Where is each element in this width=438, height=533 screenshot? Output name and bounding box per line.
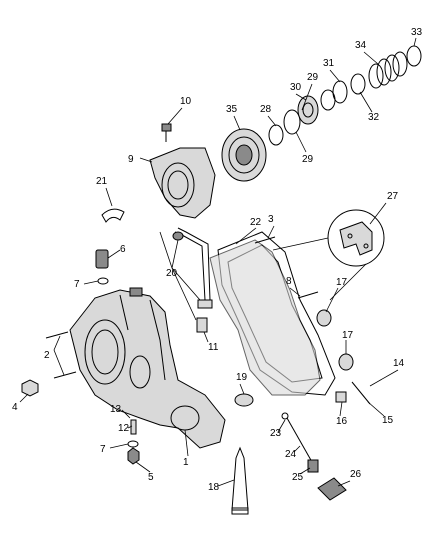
snap-rings [268, 89, 336, 146]
callout-8: 8 [286, 276, 292, 287]
callout-30: 30 [290, 82, 302, 93]
stud-14 [351, 381, 371, 405]
callout-26: 26 [350, 469, 362, 480]
callout-1: 1 [183, 457, 189, 468]
bolt-10 [161, 123, 172, 142]
callout-19: 19 [236, 372, 248, 383]
callout-22: 22 [250, 217, 262, 228]
callout-24: 24 [285, 449, 297, 460]
dowel-12 [130, 419, 137, 435]
bearing-30 [297, 95, 319, 125]
callout-7b: 7 [100, 444, 106, 455]
nut-4 [21, 379, 39, 397]
bolt-8 [297, 291, 319, 299]
callout-7a: 7 [74, 279, 80, 290]
callout-16: 16 [336, 416, 348, 427]
callout-33: 33 [411, 27, 423, 38]
rear-case-half [209, 239, 321, 396]
callout-3: 3 [268, 214, 274, 225]
callout-6: 6 [120, 244, 126, 255]
plug-5 [127, 447, 140, 465]
front-case-half [69, 287, 226, 449]
sensor-6 [95, 249, 109, 285]
sealant-tube-18 [231, 446, 249, 515]
callout-4: 4 [12, 402, 18, 413]
callout-12: 12 [118, 423, 130, 434]
ring-32 [350, 73, 366, 95]
callout-23: 23 [270, 428, 282, 439]
callout-31: 31 [323, 58, 335, 69]
studs-2 [45, 331, 77, 379]
bracket-27-detail [272, 209, 385, 301]
extension-housing [149, 147, 216, 219]
connector-26 [317, 477, 347, 501]
callout-13: 13 [110, 404, 122, 415]
callout-17b: 17 [342, 330, 354, 341]
callout-27: 27 [387, 191, 399, 202]
callout-labels: 1 2 3 4 5 6 7 7 8 9 10 11 12 13 14 15 16… [12, 27, 423, 493]
ring-33 [406, 45, 422, 67]
callout-25: 25 [292, 472, 304, 483]
clip-21 [101, 208, 125, 223]
leader-lines [19, 37, 417, 487]
callout-10: 10 [180, 96, 192, 107]
seal-19 [234, 393, 254, 407]
callout-14: 14 [393, 358, 405, 369]
callout-32: 32 [368, 112, 380, 123]
callout-28: 28 [260, 104, 272, 115]
callout-34: 34 [355, 40, 367, 51]
callout-18: 18 [208, 482, 220, 493]
spacer-16 [335, 391, 347, 403]
fitting-11 [196, 317, 208, 333]
callout-9: 9 [128, 154, 134, 165]
callout-11: 11 [208, 342, 219, 353]
drive-sprocket [221, 128, 267, 182]
callout-29b: 29 [302, 154, 314, 165]
callout-21: 21 [96, 176, 108, 187]
shaft-24 [281, 412, 319, 473]
callout-5: 5 [148, 472, 154, 483]
bolt-3 [254, 236, 276, 244]
callout-2: 2 [44, 350, 50, 361]
boot-34 [368, 51, 408, 89]
washer-7b [127, 440, 139, 448]
callout-29a: 29 [307, 72, 319, 83]
vent-tube-20 [172, 227, 213, 309]
callout-20: 20 [166, 268, 178, 279]
callout-15: 15 [382, 415, 394, 426]
collar-31 [332, 80, 348, 104]
callout-17a: 17 [336, 277, 348, 288]
callout-35: 35 [226, 104, 238, 115]
